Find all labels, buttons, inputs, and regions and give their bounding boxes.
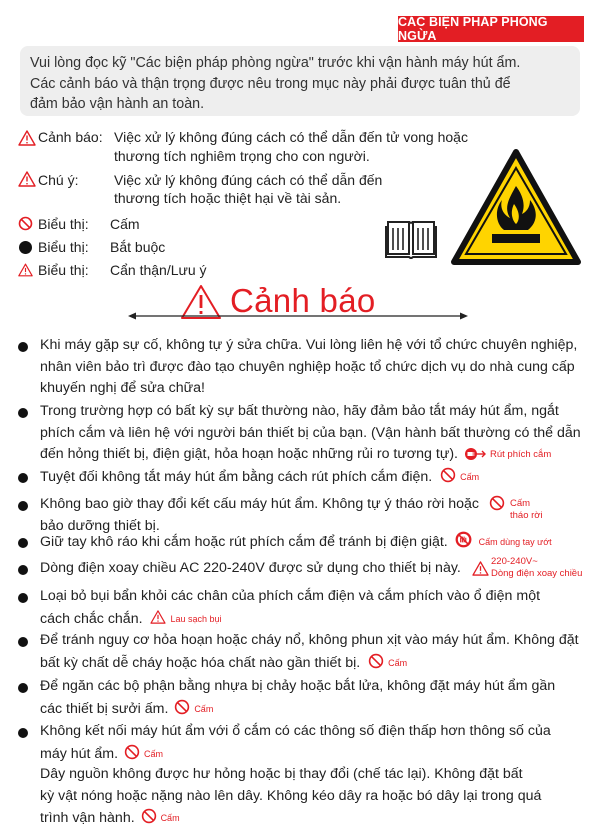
unplug-icon [465, 448, 486, 460]
bullet [18, 728, 28, 738]
intro-box: Vui lòng đọc kỹ "Các biện pháp phòng ngừ… [20, 46, 580, 116]
prohibit-icon [18, 216, 33, 231]
flammable-hazard-icon [451, 149, 581, 265]
prohibit-icon [489, 495, 505, 511]
list-item: Để ngăn các bộ phận bằng nhựa bị chảy ho… [40, 678, 556, 717]
prohibit-meaning: Cấm [110, 216, 140, 232]
list-item: Không kết nối máy hút ẩm với ổ cắm có cá… [40, 723, 551, 762]
prohibit-icon [124, 744, 140, 759]
bullet [18, 501, 28, 511]
prohibit-tag: Cấm [143, 748, 163, 759]
attention-label: Biểu thị: [38, 262, 89, 278]
caution-definition: thương tích hoặc thiệt hại về tài sản. [114, 190, 342, 206]
voltage-tag: 220-240V~ [491, 556, 538, 567]
warning-triangle-icon [18, 171, 36, 187]
prohibit-tag: Cấm [194, 703, 214, 714]
manual-book-icon [385, 221, 437, 259]
attention-meaning: Cẩn thận/Lưu ý [110, 262, 207, 278]
warning-triangle-icon [181, 285, 221, 319]
clean-dust-tag: Lau sạch bụi [170, 613, 222, 624]
list-item: Không bao giờ thay đổi kết cấu máy hút ẩ… [40, 496, 480, 534]
prohibit-icon [175, 699, 190, 714]
bullet [18, 342, 28, 352]
prohibit-tag: Cấm [160, 813, 180, 823]
list-item: Để tránh nguy cơ hỏa hoạn hoặc cháy nổ, … [40, 632, 579, 671]
caution-label: Chú ý: [38, 172, 79, 188]
list-item: Tuyệt đối không tắt máy hút ẩm bằng cách… [40, 467, 480, 485]
bullet [18, 473, 28, 483]
list-item: Loại bỏ bụi bẩn khỏi các chân của phích … [40, 588, 541, 627]
warning-triangle-icon [150, 609, 167, 624]
bullet [18, 538, 28, 548]
prohibit-icon [368, 653, 384, 668]
section-title: Cảnh báo [230, 282, 376, 319]
warning-definition: thương tích nghiêm trọng cho con người. [114, 148, 370, 164]
warning-label: Cảnh báo: [38, 129, 103, 145]
warning-definition: Việc xử lý không đúng cách có thể dẫn đế… [114, 129, 468, 145]
bullet [18, 593, 28, 603]
warning-triangle-icon [18, 130, 36, 146]
voltage-tag: Dòng điện xoay chiều [491, 568, 583, 579]
caution-definition: Việc xử lý không đúng cách có thể dẫn đế… [114, 172, 383, 188]
prohibit-tag: Cấm [510, 498, 531, 509]
wet-hand-tag: Cấm dùng tay ướt [478, 537, 552, 547]
bullet [18, 683, 28, 693]
prohibit-tag: Cấm [388, 657, 408, 668]
section-header: CÁC BIỆN PHÁP PHÒNG NGỪA [398, 15, 584, 43]
list-item: Trong trường hợp có bất kỳ sự bất thường… [40, 403, 581, 462]
bullet [18, 637, 28, 647]
wet-hand-prohibit-icon [455, 531, 472, 548]
prohibit-label: Biểu thị: [38, 216, 89, 232]
list-item: Dòng điện xoay chiều AC 220-240V được sử… [40, 560, 461, 576]
intro-line: Vui lòng đọc kỹ "Các biện pháp phòng ngừ… [30, 55, 521, 71]
prohibit-icon [440, 467, 456, 483]
prohibit-tag: tháo rời [510, 510, 543, 521]
title-divider [128, 312, 468, 320]
unplug-tag: Rút phích cắm [490, 449, 552, 460]
mandatory-meaning: Bắt buộc [110, 239, 166, 255]
prohibit-icon [141, 808, 156, 824]
warning-triangle-icon [18, 263, 33, 277]
intro-line: đảm bảo vận hành an toàn. [30, 96, 205, 112]
list-item: Giữ tay khô ráo khi cắm hoặc rút phích c… [40, 531, 552, 554]
bullet [18, 565, 28, 575]
bullet [18, 408, 28, 418]
intro-line: Các cảnh báo và thận trọng được nêu tron… [30, 75, 511, 92]
list-item-continued: Dây nguồn không được hư hỏng hoặc bị tha… [40, 766, 542, 826]
warning-triangle-icon [472, 561, 489, 576]
mandatory-icon [19, 241, 32, 254]
mandatory-label: Biểu thị: [38, 239, 89, 255]
prohibit-tag: Cấm [460, 472, 480, 482]
list-item: Khi máy gặp sự cố, không tự ý sửa chữa. … [40, 337, 578, 396]
